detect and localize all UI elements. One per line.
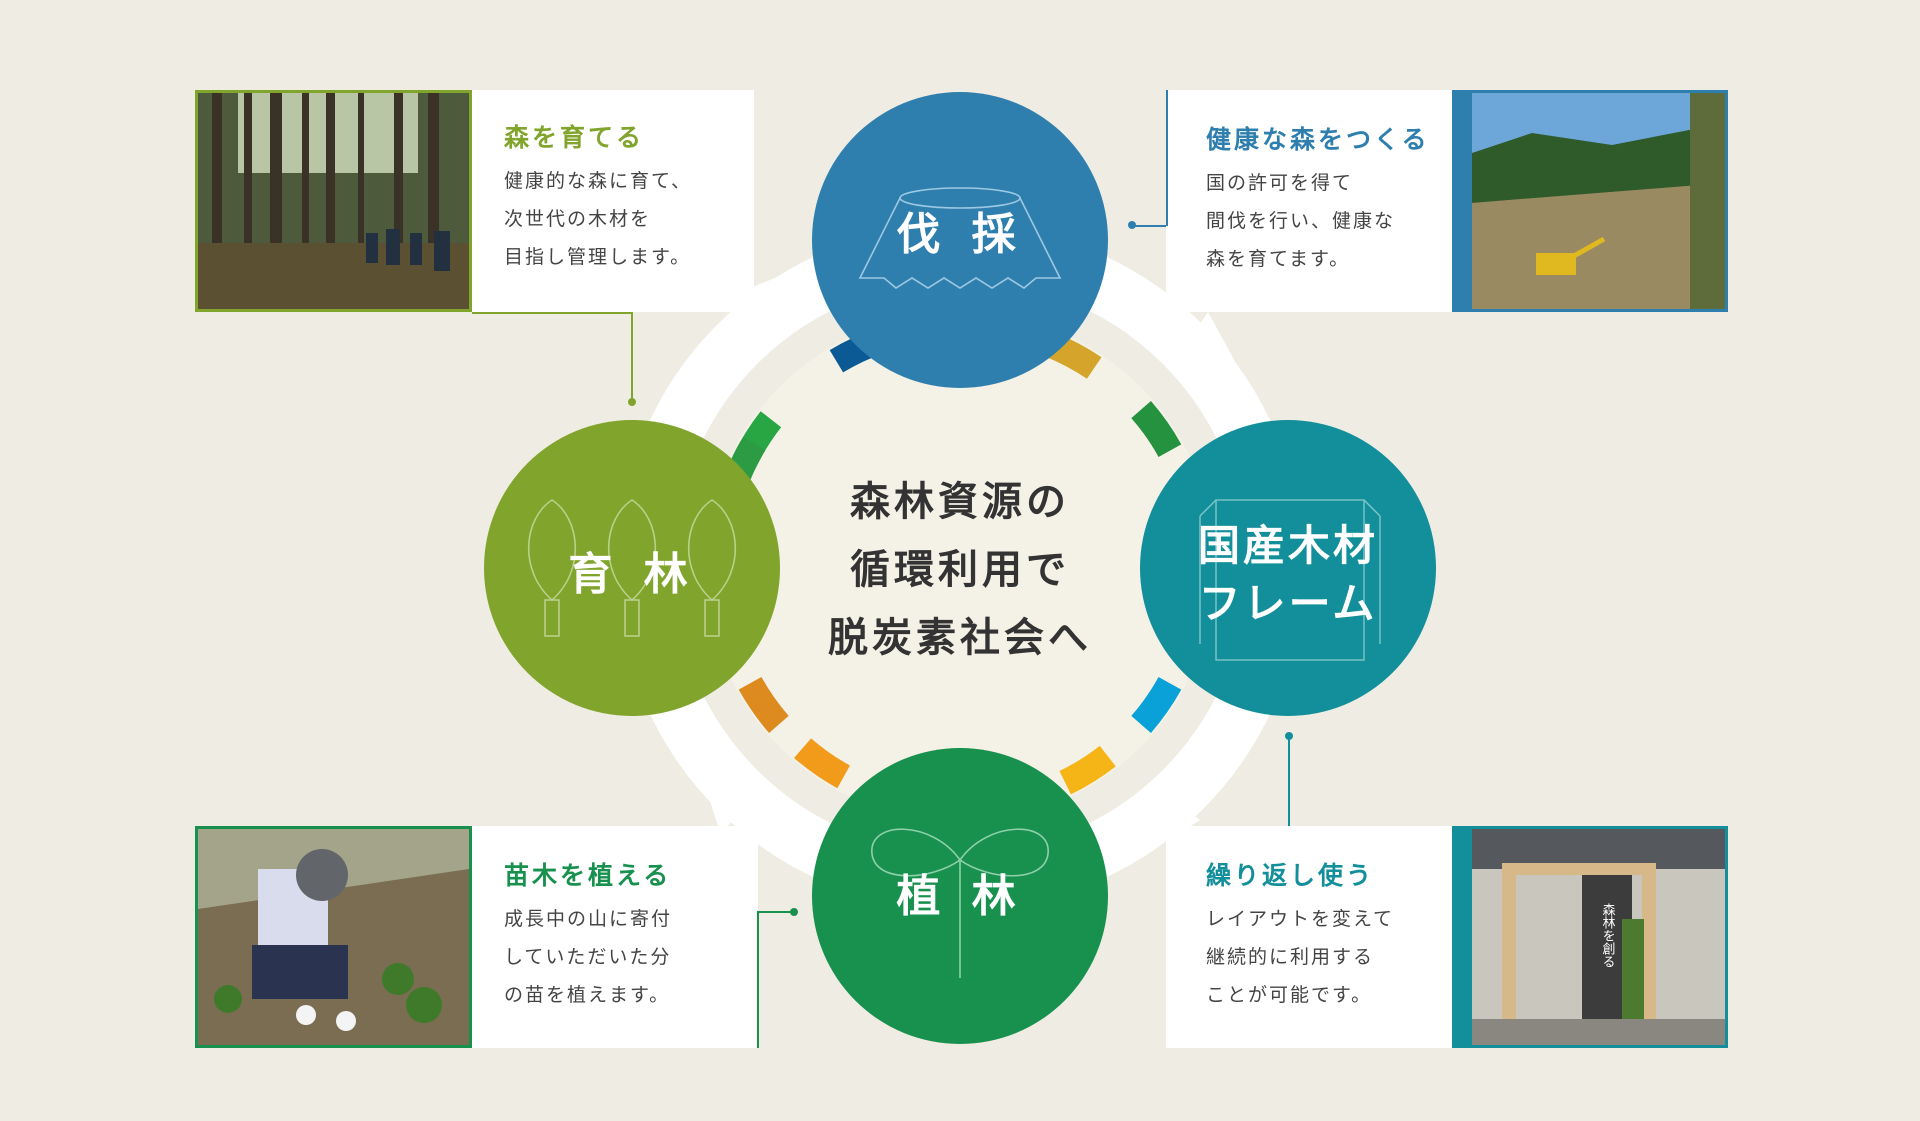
node-frame-label-line-2: フレーム [1198, 579, 1378, 628]
box-line: 国の許可を得て [1206, 172, 1354, 194]
center-line-1: 森林資源の [850, 479, 1070, 525]
node-frame-label-line-1: 国産木材 [1197, 521, 1378, 570]
sprout-icon [871, 828, 1049, 978]
connector-line [1288, 736, 1290, 826]
box-line: の苗を植えます。 [504, 984, 671, 1006]
box-body-plant-seedlings: 成長中の山に寄付 していただいた分 の苗を植えます。 [504, 900, 758, 1014]
node-forest-nurturing: 育 林 [484, 420, 780, 716]
connector-line [1166, 90, 1168, 226]
connector-dot [790, 908, 798, 916]
planting-seedling-photo [195, 826, 472, 1048]
ring-segment [794, 738, 851, 789]
connector-dot [1128, 221, 1136, 229]
frame-structure-icon [1199, 499, 1381, 661]
booth-sign-text: 森林を創る [1600, 903, 1616, 968]
box-title-nurture-forest: 森を育てる [504, 123, 645, 152]
box-body-nurture-forest: 健康的な森に育て、 次世代の木材を 目指し管理します。 [504, 162, 754, 276]
node-nurturing-label: 育 林 [568, 549, 696, 600]
box-line: 間伐を行い、健康な [1206, 210, 1396, 232]
info-box-healthy-forest: 健康な森をつくる 国の許可を得て 間伐を行い、健康な 森を育てます。 [1166, 90, 1452, 312]
box-line: 継続的に利用する [1206, 946, 1375, 968]
inner-disk [705, 312, 1215, 822]
box-body-healthy-forest: 国の許可を得て 間伐を行い、健康な 森を育てます。 [1206, 164, 1452, 278]
box-title-healthy-forest: 健康な森をつくる [1206, 125, 1430, 154]
node-domestic-timber-frame: 国産木材 フレーム [1140, 420, 1436, 716]
connector-line [757, 911, 793, 913]
box-line: レイアウトを変えて [1206, 908, 1395, 930]
connector-dot [628, 398, 636, 406]
arrow-head-lower-left [700, 770, 768, 832]
connector-line [472, 312, 632, 314]
box-body-reuse: レイアウトを変えて 継続的に利用する ことが可能です。 [1206, 900, 1452, 1014]
box-title-reuse: 繰り返し使う [1206, 861, 1375, 890]
center-line-3: 脱炭素社会へ [828, 615, 1092, 661]
node-felling-label: 伐 採 [896, 209, 1024, 260]
ring-segment [1131, 401, 1182, 458]
box-line: ことが可能です。 [1206, 984, 1373, 1006]
box-title-plant-seedlings: 苗木を植える [504, 861, 672, 890]
box-line: 森を育てます。 [1206, 248, 1351, 270]
ring-segment [1131, 676, 1182, 733]
trees-icon [527, 499, 737, 637]
node-planting-label: 植 林 [896, 871, 1024, 922]
box-line: 目指し管理します。 [504, 246, 692, 268]
box-line: 健康的な森に育て、 [504, 170, 693, 192]
box-line: していただいた分 [504, 946, 672, 968]
box-line: 成長中の山に寄付 [504, 908, 673, 930]
connector-dot [1285, 732, 1293, 740]
info-box-nurture-forest: 森を育てる 健康的な森に育て、 次世代の木材を 目指し管理します。 [472, 90, 754, 312]
connector-line [631, 312, 633, 402]
node-planting: 植 林 [812, 748, 1108, 1044]
center-line-2: 循環利用で [850, 547, 1070, 593]
info-box-reuse: 繰り返し使う レイアウトを変えて 継続的に利用する ことが可能です。 [1166, 826, 1452, 1048]
ring-segment [1059, 745, 1116, 795]
connector-line [757, 912, 759, 1048]
excavator-clearing-photo [1452, 90, 1728, 312]
ring-segment [738, 676, 789, 733]
box-line: 次世代の木材を [504, 208, 652, 230]
wooden-frame-booth-photo: 森林を創る [1452, 826, 1728, 1048]
forest-walkers-photo [195, 90, 472, 312]
arrow-head-upper-left [720, 272, 790, 336]
connector-line [1132, 225, 1166, 227]
tree-stump-icon [858, 187, 1062, 289]
node-felling: 伐 採 [812, 92, 1108, 388]
center-message: 森林資源の 循環利用で 脱炭素社会へ [780, 468, 1140, 672]
arrow-head-lower-right [1140, 790, 1200, 858]
arrow-head-upper-right [1176, 312, 1244, 378]
info-box-plant-seedlings: 苗木を植える 成長中の山に寄付 していただいた分 の苗を植えます。 [472, 826, 758, 1048]
